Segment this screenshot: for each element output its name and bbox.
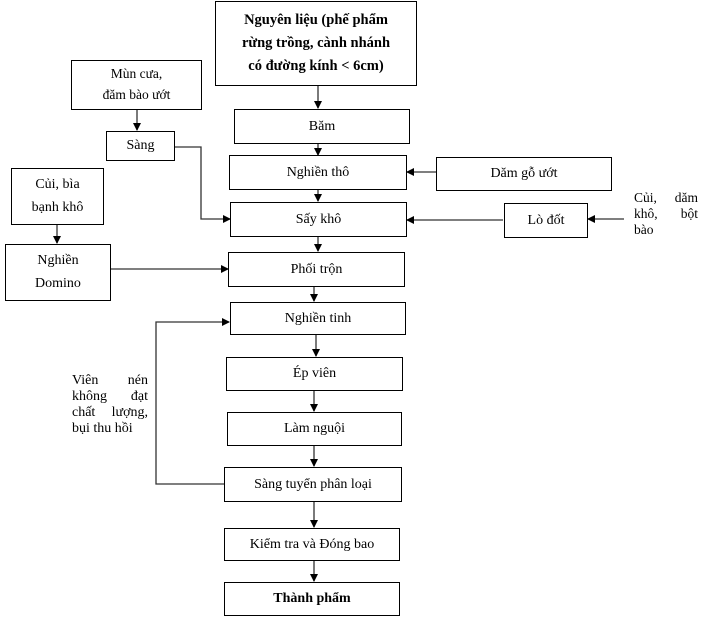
step-nghien-domino: Nghiền Domino <box>5 244 111 301</box>
arrow-sang-saykho <box>175 146 231 223</box>
step-nghien-tinh: Nghiền tinh <box>230 302 406 335</box>
arrow-recycle <box>155 318 230 485</box>
annotation-lo-dot-input: Củi, dăm khô, bột bào <box>634 190 698 238</box>
step-ep-vien: Ép viên <box>226 357 403 391</box>
input-dam-go-uot: Dăm gỗ ướt <box>436 157 612 191</box>
input-cui-bia: Củi, bìa bạnh khô <box>11 168 104 225</box>
step-thanh-pham: Thành phẩm <box>224 582 400 616</box>
input-mun-cua: Mùn cưa, đăm bào ướt <box>71 60 202 110</box>
step-sang-tuyen: Sàng tuyển phân loại <box>224 467 402 502</box>
step-sang: Sàng <box>106 131 175 161</box>
annotation-recycle: Viên nén không đạt chất lượng, bụi thu h… <box>72 373 148 437</box>
step-say-kho: Sấy khô <box>230 202 407 237</box>
step-lo-dot: Lò đốt <box>504 203 588 238</box>
step-bam: Băm <box>234 109 410 144</box>
step-lam-nguoi: Làm nguội <box>227 412 402 446</box>
step-phoi-tron: Phối trộn <box>228 252 405 287</box>
step-raw-material: Nguyên liệu (phế phẩm rừng trồng, cành n… <box>215 1 417 86</box>
step-nghien-tho: Nghiền thô <box>229 155 407 190</box>
step-kiem-tra: Kiểm tra và Đóng bao <box>224 528 400 561</box>
